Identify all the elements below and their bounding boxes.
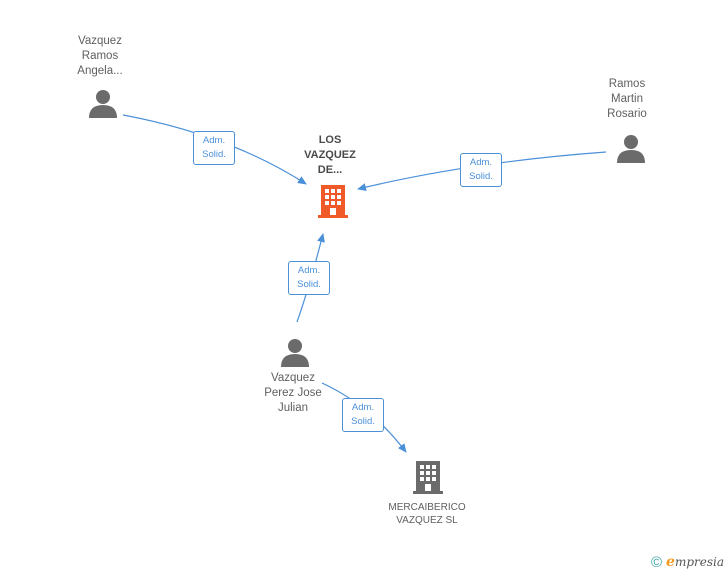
main-company-name[interactable]: LOS VAZQUEZ DE... xyxy=(304,134,356,176)
copyright-icon: © xyxy=(650,553,663,571)
footer-brand: © empresia xyxy=(651,554,724,570)
edge-label-role: Adm. Solid. xyxy=(193,131,235,165)
person-icon[interactable] xyxy=(616,133,646,163)
person-name-ramos-martin-rosario[interactable]: Ramos Martin Rosario xyxy=(607,78,647,120)
edge-label-role: Adm. Solid. xyxy=(288,261,330,295)
person-icon[interactable] xyxy=(280,337,310,367)
edge-label-role: Adm. Solid. xyxy=(342,398,384,432)
main-company-building-icon[interactable] xyxy=(317,184,349,218)
empresia-logo[interactable]: empresia xyxy=(666,554,724,570)
person-name-vazquez-ramos-angela[interactable]: Vazquez Ramos Angela... xyxy=(77,35,123,77)
company-name-mercaiberico[interactable]: MERCAIBERICO VAZQUEZ SL xyxy=(388,502,466,526)
edge-label-role: Adm. Solid. xyxy=(460,153,502,187)
person-name-vazquez-perez-jose-julian[interactable]: Vazquez Perez Jose Julian xyxy=(264,372,322,414)
person-icon[interactable] xyxy=(88,88,118,118)
company-building-icon[interactable] xyxy=(412,460,444,494)
